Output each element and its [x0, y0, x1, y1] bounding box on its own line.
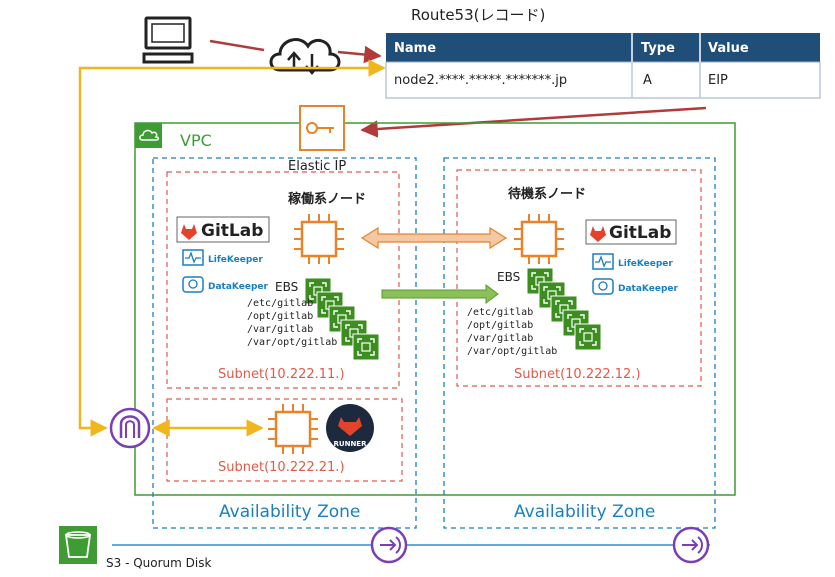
subnet-standby-label: Subnet(10.222.12.) [514, 367, 641, 382]
svg-text:/var/opt/gitlab: /var/opt/gitlab [247, 337, 337, 348]
client-to-gateway-line [78, 59, 386, 437]
route53-col-name: Name [394, 41, 436, 56]
availability-zone-right-label: Availability Zone [514, 502, 655, 522]
internet-gateway-icon [109, 407, 151, 449]
svg-text:RUNNER: RUNNER [334, 440, 368, 448]
route53-cell-value: EIP [708, 73, 728, 88]
vpc-label: VPC [180, 131, 212, 150]
standby-node-title: 待機系ノード [507, 186, 586, 202]
client-to-dns-arrow [209, 39, 265, 52]
standby-ebs-volume-icons [526, 267, 602, 351]
route53-cell-name: node2.****.*****.*******.jp [394, 73, 567, 88]
runner-ec2-chip-icon [266, 402, 320, 456]
ebs-replication-arrow [381, 284, 499, 304]
availability-zone-right [443, 157, 716, 529]
standby-gitlab-logo: GitLab [585, 219, 677, 245]
svg-text:DataKeeper: DataKeeper [618, 284, 678, 294]
gitlab-runner-icon: RUNNER [326, 404, 374, 452]
availability-zone-left-label: Availability Zone [219, 502, 360, 522]
svg-text:/etc/gitlab: /etc/gitlab [467, 307, 533, 318]
standby-lifekeeper-logo: LifeKeeper [592, 253, 673, 270]
vpc-endpoint-icon-right [672, 526, 710, 564]
availability-zone-left [152, 157, 417, 529]
elastic-ip-label: Elastic IP [288, 159, 346, 174]
subnet-active [166, 171, 400, 389]
svg-text:/var/gitlab: /var/gitlab [467, 333, 533, 344]
standby-ec2-chip-icon [512, 212, 566, 266]
svg-text:/var/gitlab: /var/gitlab [247, 324, 313, 335]
dns-to-route53-arrow [337, 45, 382, 64]
active-mount-paths: /etc/gitlab /opt/gitlab /var/gitlab /var… [247, 298, 337, 348]
s3-label: S3 - Quorum Disk [106, 556, 211, 570]
computer-icon [142, 16, 194, 64]
vpc-endpoint-icon-left [370, 526, 408, 564]
subnet-standby [456, 169, 702, 387]
vpc-boundary [134, 122, 736, 496]
route53-col-value: Value [708, 41, 749, 56]
svg-text:GitLab: GitLab [201, 221, 263, 241]
active-lifekeeper-logo: LifeKeeper [182, 249, 263, 266]
active-ebs-label: EBS [275, 280, 298, 294]
route53-cell-type: A [643, 73, 652, 88]
route53-col-type: Type [641, 41, 675, 56]
active-node-title: 稼働系ノード [288, 191, 366, 207]
svg-text:LifeKeeper: LifeKeeper [208, 255, 263, 265]
route53-to-eip-arrow [360, 106, 707, 138]
svg-text:/opt/gitlab: /opt/gitlab [247, 311, 313, 322]
elastic-ip-icon [299, 105, 345, 151]
svg-text:/etc/gitlab: /etc/gitlab [247, 298, 313, 309]
active-ec2-chip-icon [292, 212, 346, 266]
svg-text:/opt/gitlab: /opt/gitlab [467, 320, 533, 331]
svg-text:DataKeeper: DataKeeper [208, 282, 268, 292]
route53-record-table: Name Type Value node2.****.*****.*******… [385, 33, 821, 99]
svg-text:LifeKeeper: LifeKeeper [618, 259, 673, 269]
subnet-runner-label: Subnet(10.222.21.) [218, 460, 345, 475]
node-sync-arrow [360, 226, 508, 250]
active-datakeeper-logo: DataKeeper [182, 276, 268, 293]
subnet-active-label: Subnet(10.222.11.) [218, 367, 345, 382]
standby-datakeeper-logo: DataKeeper [592, 278, 678, 295]
svg-text:/var/opt/gitlab: /var/opt/gitlab [467, 346, 557, 357]
active-gitlab-logo: GitLab [176, 216, 270, 243]
standby-ebs-label: EBS [497, 270, 520, 284]
subnet-runner [166, 398, 403, 482]
s3-bucket-icon [59, 526, 97, 564]
standby-mount-paths: /etc/gitlab /opt/gitlab /var/gitlab /var… [467, 307, 557, 357]
vpc-icon [135, 123, 162, 148]
svg-text:GitLab: GitLab [609, 223, 671, 243]
route53-title: Route53(レコード) [411, 6, 545, 24]
